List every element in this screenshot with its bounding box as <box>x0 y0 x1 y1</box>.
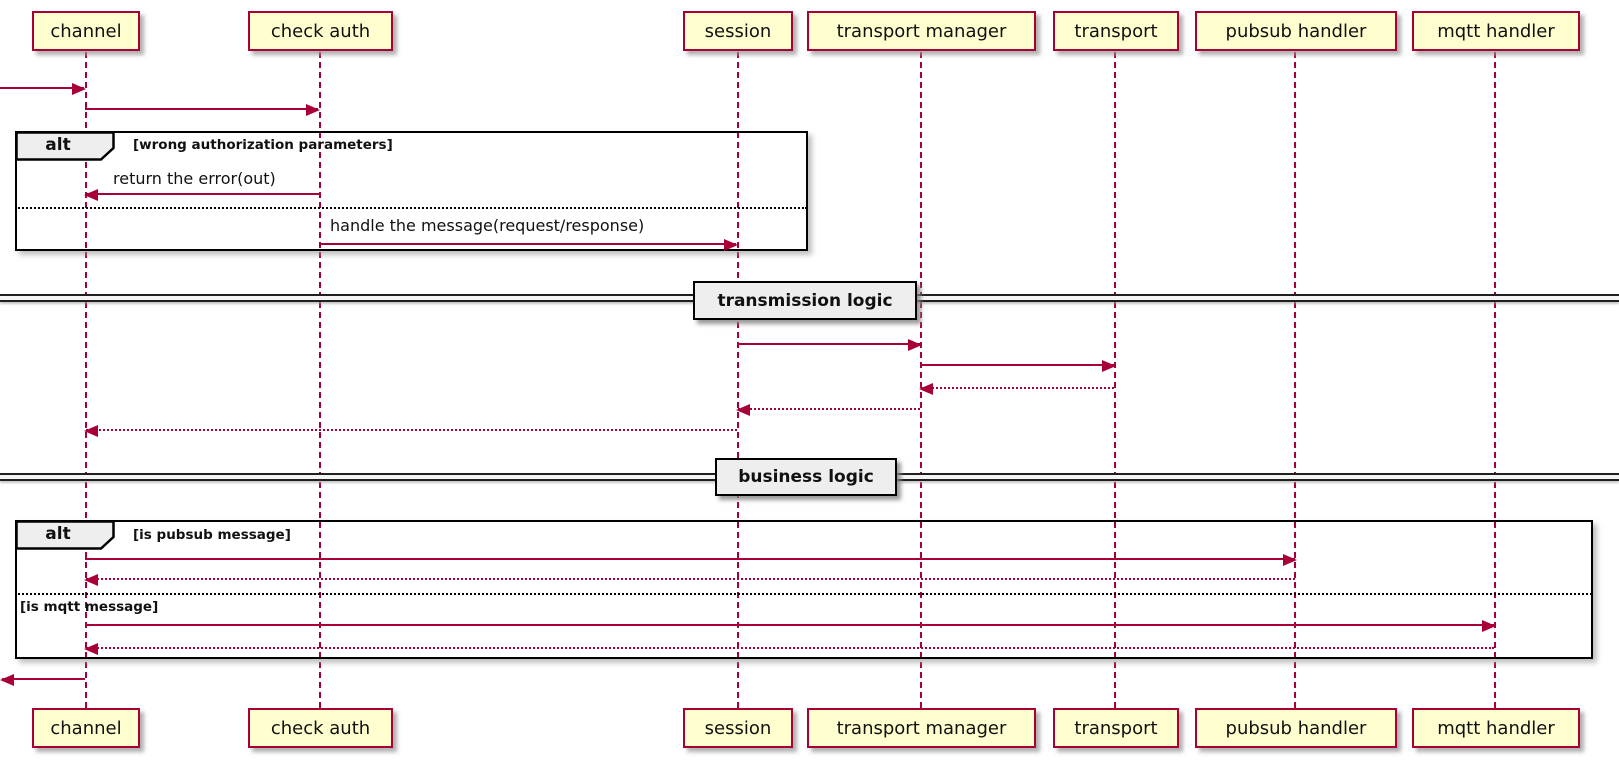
message-label-handle-message: handle the message(request/response) <box>330 216 645 235</box>
participant-label: pubsub handler <box>1225 20 1367 42</box>
arrowhead-icon <box>84 574 98 586</box>
arrowhead-icon <box>1283 554 1297 566</box>
arrowhead-icon <box>84 189 98 201</box>
message-arrow-channel-out <box>0 674 85 686</box>
participant-label: session <box>704 20 772 42</box>
participant-label: transport <box>1074 717 1158 739</box>
participant-label: check auth <box>270 20 371 42</box>
participant-box-channel-top: channel <box>32 11 140 51</box>
arrowhead-icon <box>84 425 98 437</box>
divider-label: transmission logic <box>717 290 893 311</box>
arrowhead-icon <box>724 239 738 251</box>
divider-transmission-logic: transmission logic <box>693 281 917 320</box>
message-return-mqtt-channel <box>84 643 1494 655</box>
alt-else-separator <box>15 207 807 209</box>
message-arrow-channel-pubsub <box>85 554 1297 566</box>
alt-else-separator <box>15 593 1592 595</box>
participant-label: session <box>704 717 772 739</box>
divider-business-logic: business logic <box>715 458 897 496</box>
message-return-session-channel <box>84 425 737 437</box>
alt-operator-label: alt <box>45 135 71 155</box>
lifeline-transport-manager <box>920 52 922 708</box>
participant-box-transport-top: transport <box>1053 11 1179 51</box>
message-arrow-channel-mqtt <box>85 620 1496 632</box>
message-return-transport-tm <box>919 383 1114 395</box>
message-arrow-checkauth-session <box>319 239 738 251</box>
arrowhead-icon <box>736 404 750 416</box>
arrowhead-icon <box>72 83 86 95</box>
arrowhead-icon <box>84 643 98 655</box>
message-label-return-error: return the error(out) <box>113 169 276 188</box>
lifeline-pubsub-handler <box>1294 52 1296 708</box>
arrowhead-icon <box>306 104 320 116</box>
alt-operator-tab <box>15 131 115 161</box>
arrowhead-icon <box>0 674 14 686</box>
message-arrow-checkauth-channel <box>84 189 319 201</box>
participant-label: mqtt handler <box>1437 20 1555 42</box>
arrowhead-icon <box>919 383 933 395</box>
participant-label: transport manager <box>836 717 1007 739</box>
participant-label: transport manager <box>836 20 1007 42</box>
guard-label-wrong-auth: [wrong authorization parameters] <box>133 137 393 153</box>
guard-label-mqtt: [is mqtt message] <box>20 599 159 615</box>
participant-box-transport-manager-bottom: transport manager <box>807 708 1036 748</box>
lifeline-channel <box>85 52 87 708</box>
alt-frame-message-type <box>15 520 1593 659</box>
alt-tab-shape <box>15 520 115 550</box>
participant-label: channel <box>50 20 122 42</box>
alt-frame-authorization <box>15 131 808 251</box>
alt-operator-label: alt <box>45 524 71 544</box>
participant-label: transport <box>1074 20 1158 42</box>
message-arrow-channel-checkauth <box>85 104 320 116</box>
message-arrow-tm-transport <box>920 360 1116 372</box>
guard-label-pubsub: [is pubsub message] <box>133 527 291 543</box>
participant-label: mqtt handler <box>1437 717 1555 739</box>
participant-box-mqtt-handler-bottom: mqtt handler <box>1412 708 1580 748</box>
participant-box-session-top: session <box>683 11 793 51</box>
participant-box-pubsub-handler-bottom: pubsub handler <box>1195 708 1397 748</box>
participant-box-check-auth-top: check auth <box>248 11 393 51</box>
lifeline-transport <box>1114 52 1116 708</box>
participant-box-pubsub-handler-top: pubsub handler <box>1195 11 1397 51</box>
participant-box-transport-manager-top: transport manager <box>807 11 1036 51</box>
participant-label: pubsub handler <box>1225 717 1367 739</box>
message-arrow-in-channel <box>0 83 86 95</box>
message-return-pubsub-channel <box>84 574 1295 586</box>
divider-label: business logic <box>738 467 874 487</box>
arrowhead-icon <box>908 339 922 351</box>
alt-tab-shape <box>15 131 115 161</box>
arrowhead-icon <box>1102 360 1116 372</box>
participant-label: channel <box>50 717 122 739</box>
message-return-tm-session <box>736 404 920 416</box>
participant-box-transport-bottom: transport <box>1053 708 1179 748</box>
lifeline-session <box>737 52 739 708</box>
participant-box-channel-bottom: channel <box>32 708 140 748</box>
alt-operator-tab <box>15 520 115 550</box>
participant-box-session-bottom: session <box>683 708 793 748</box>
message-arrow-session-tm <box>737 339 922 351</box>
participant-box-mqtt-handler-top: mqtt handler <box>1412 11 1580 51</box>
participant-label: check auth <box>270 717 371 739</box>
lifeline-check-auth <box>319 52 321 708</box>
arrowhead-icon <box>1482 620 1496 632</box>
lifeline-mqtt-handler <box>1494 52 1496 708</box>
participant-box-check-auth-bottom: check auth <box>248 708 393 748</box>
